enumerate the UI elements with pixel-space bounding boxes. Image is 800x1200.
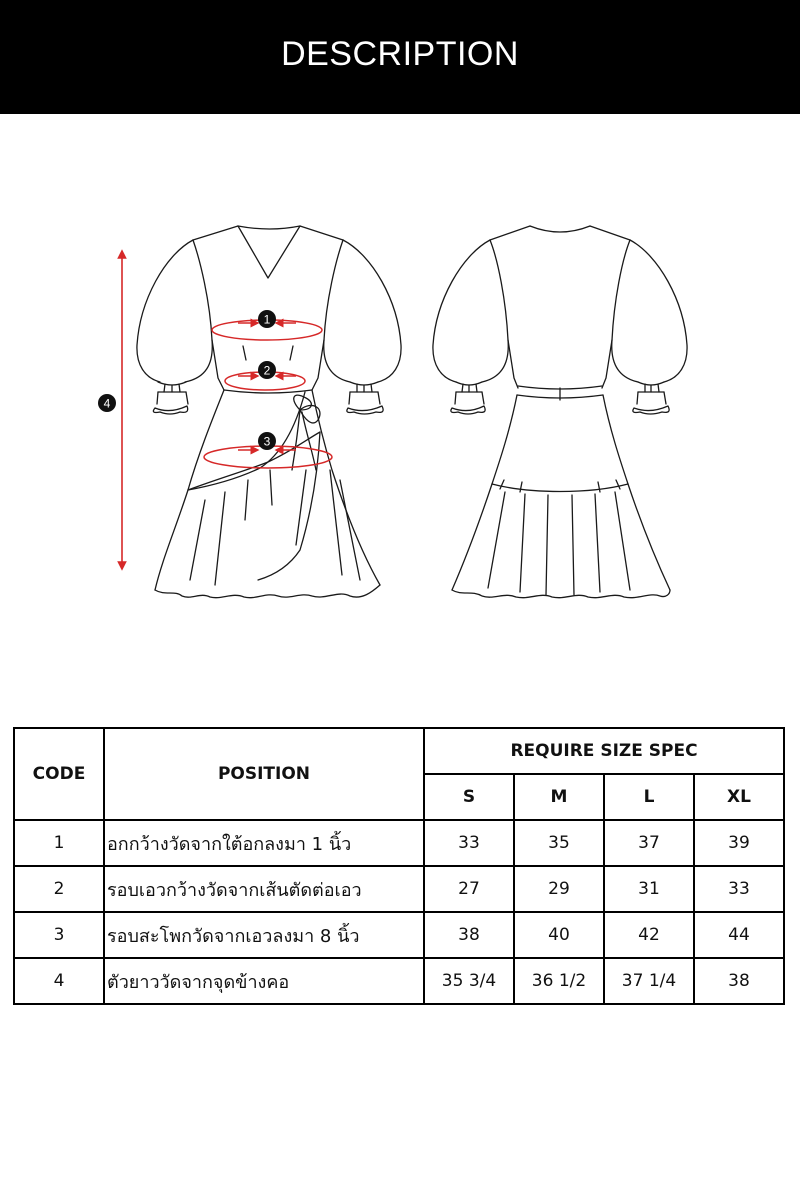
header-bar: DESCRIPTION	[0, 0, 800, 114]
size-header-m: M	[513, 773, 605, 821]
back-dress-drawing	[432, 225, 688, 599]
svg-text:3: 3	[264, 435, 271, 449]
row-code: 1	[13, 819, 105, 867]
size-header-s: S	[423, 773, 515, 821]
size-header-xl: XL	[693, 773, 785, 821]
page-title: DESCRIPTION	[281, 34, 519, 73]
size-header-l: L	[603, 773, 695, 821]
row-value-m: 29	[513, 865, 605, 913]
row-value-m: 35	[513, 819, 605, 867]
row-value-s: 35 3/4	[423, 957, 515, 1005]
row-value-l: 42	[603, 911, 695, 959]
marker-4: 4	[98, 394, 116, 412]
table-row: 1 อกกว้างวัดจากใต้อกลงมา 1 นิ้ว 33 35 37…	[13, 819, 785, 867]
row-position: ตัวยาววัดจากจุดข้างคอ	[103, 957, 425, 1005]
row-value-xl: 33	[693, 865, 785, 913]
marker-3: 3	[258, 432, 276, 450]
row-value-l: 37	[603, 819, 695, 867]
dress-measurement-diagram: 1 2 3 4	[98, 225, 688, 599]
svg-text:4: 4	[104, 397, 111, 411]
row-code: 2	[13, 865, 105, 913]
row-value-s: 33	[423, 819, 515, 867]
row-value-xl: 39	[693, 819, 785, 867]
front-dress-drawing	[136, 225, 402, 599]
table-row: 2 รอบเอวกว้างวัดจากเส้นตัดต่อเอว 27 29 3…	[13, 865, 785, 913]
marker-2: 2	[258, 361, 276, 379]
row-value-l: 31	[603, 865, 695, 913]
code-header: CODE	[13, 727, 105, 821]
row-code: 3	[13, 911, 105, 959]
row-value-m: 36 1/2	[513, 957, 605, 1005]
marker-1: 1	[258, 310, 276, 328]
row-value-s: 38	[423, 911, 515, 959]
row-position: อกกว้างวัดจากใต้อกลงมา 1 นิ้ว	[103, 819, 425, 867]
row-value-l: 37 1/4	[603, 957, 695, 1005]
size-spec-table: CODE POSITION REQUIRE SIZE SPEC S M L XL…	[13, 727, 785, 1005]
table-row: 4 ตัวยาววัดจากจุดข้างคอ 35 3/4 36 1/2 37…	[13, 957, 785, 1005]
row-value-xl: 44	[693, 911, 785, 959]
table-row: 3 รอบสะโพกวัดจากเอวลงมา 8 นิ้ว 38 40 42 …	[13, 911, 785, 959]
row-position: รอบเอวกว้างวัดจากเส้นตัดต่อเอว	[103, 865, 425, 913]
position-header: POSITION	[103, 727, 425, 821]
row-value-xl: 38	[693, 957, 785, 1005]
row-value-s: 27	[423, 865, 515, 913]
svg-text:2: 2	[264, 364, 271, 378]
svg-text:1: 1	[264, 313, 271, 327]
row-code: 4	[13, 957, 105, 1005]
row-position: รอบสะโพกวัดจากเอวลงมา 8 นิ้ว	[103, 911, 425, 959]
row-value-m: 40	[513, 911, 605, 959]
size-spec-header: REQUIRE SIZE SPEC	[423, 727, 785, 775]
